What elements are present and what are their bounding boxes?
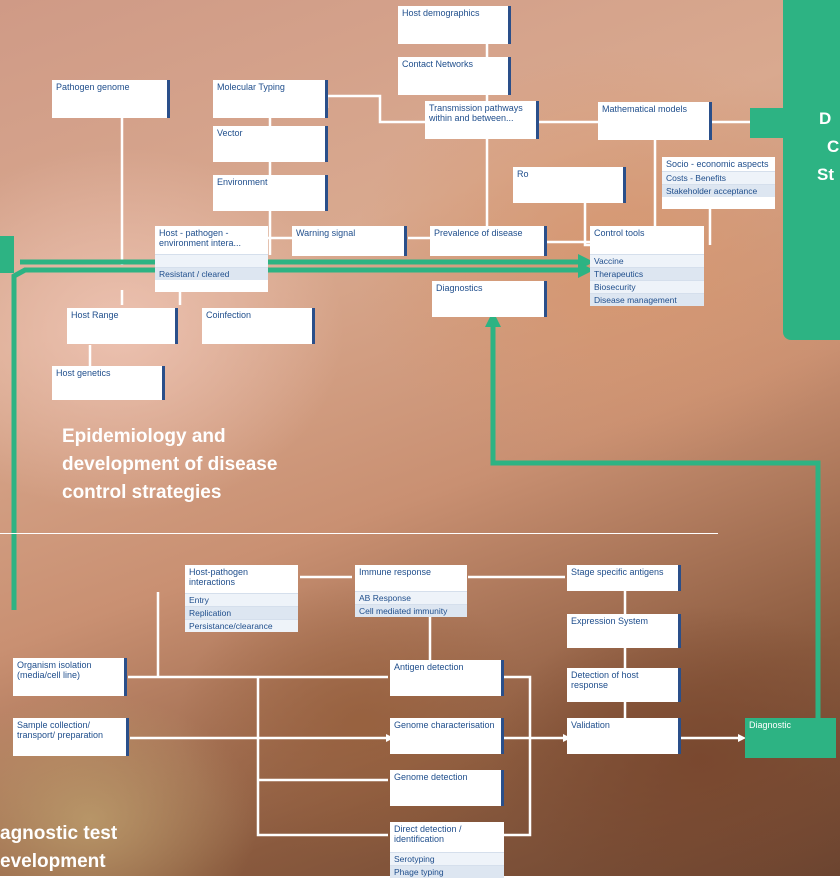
epidemiology-section-title: Epidemiology and development of disease … <box>62 423 277 507</box>
sub-entry: Entry <box>185 593 298 606</box>
sub-therapeutics: Therapeutics <box>590 267 704 280</box>
epi-title-line-1: Epidemiology and <box>62 426 226 447</box>
box-genome-characterisation[interactable]: Genome characterisation <box>390 718 504 754</box>
box-prevalence-of-disease[interactable]: Prevalence of disease <box>430 226 547 256</box>
sub-disease-management: Disease management <box>590 293 704 306</box>
box-expression-system[interactable]: Expression System <box>567 614 681 648</box>
sub-persistance: Persistance/clearance <box>185 619 298 632</box>
box-diagnostic[interactable]: Diagnostic <box>745 718 836 758</box>
sub-ab-response: AB Response <box>355 591 467 604</box>
sub-vaccine: Vaccine <box>590 254 704 267</box>
box-host-range[interactable]: Host Range <box>67 308 178 344</box>
diagnostic-section-title: agnostic test evelopment <box>0 820 117 876</box>
diag-title-line-2: evelopment <box>0 851 106 872</box>
box-sample-collection[interactable]: Sample collection/ transport/ preparatio… <box>13 718 129 756</box>
box-immune-response[interactable]: Immune response AB Response Cell mediate… <box>355 565 467 617</box>
box-coinfection[interactable]: Coinfection <box>202 308 315 344</box>
epi-title-line-3: control strategies <box>62 482 222 503</box>
sub-serotyping: Serotyping <box>390 852 504 865</box>
sub-phage-typing: Phage typing <box>390 865 504 878</box>
sub-costs-benefits: Costs - Benefits <box>662 171 775 184</box>
box-host-pathogen-environment[interactable]: Host - pathogen - environment intera... … <box>155 226 268 292</box>
section-divider <box>0 533 718 534</box>
epi-title-line-2: development of disease <box>62 454 278 475</box>
box-contact-networks[interactable]: Contact Networks <box>398 57 511 95</box>
box-antigen-detection[interactable]: Antigen detection <box>390 660 504 696</box>
sub-replication: Replication <box>185 606 298 619</box>
box-control-tools[interactable]: Control tools Vaccine Therapeutics Biose… <box>590 226 704 306</box>
box-socio-economic[interactable]: Socio - economic aspects Costs - Benefit… <box>662 157 775 209</box>
box-direct-detection[interactable]: Direct detection / identification Seroty… <box>390 822 504 878</box>
box-diagnostics[interactable]: Diagnostics <box>432 281 547 317</box>
diag-title-line-1: agnostic test <box>0 823 118 844</box>
box-validation[interactable]: Validation <box>567 718 681 754</box>
box-organism-isolation[interactable]: Organism isolation (media/cell line) <box>13 658 127 696</box>
box-mathematical-models[interactable]: Mathematical models <box>598 102 712 140</box>
box-molecular-typing[interactable]: Molecular Typing <box>213 80 328 118</box>
sub-cell-mediated: Cell mediated immunity <box>355 604 467 617</box>
panel-text-line-2: C <box>827 137 840 156</box>
box-pathogen-genome[interactable]: Pathogen genome <box>52 80 170 118</box>
box-ro[interactable]: Ro <box>513 167 626 203</box>
control-strategies-panel: D C St <box>783 0 840 340</box>
panel-text-line-1: D <box>819 109 832 128</box>
box-warning-signal[interactable]: Warning signal <box>292 226 407 256</box>
box-transmission-pathways[interactable]: Transmission pathways within and between… <box>425 101 539 139</box>
box-environment[interactable]: Environment <box>213 175 328 211</box>
box-stage-specific-antigens[interactable]: Stage specific antigens <box>567 565 681 591</box>
sub-resistant-cleared: Resistant / cleared <box>155 267 268 280</box>
box-genome-detection[interactable]: Genome detection <box>390 770 504 806</box>
box-host-demographics[interactable]: Host demographics <box>398 6 511 44</box>
panel-text-line-3: St <box>817 165 834 184</box>
box-vector[interactable]: Vector <box>213 126 328 162</box>
box-host-pathogen-interactions[interactable]: Host-pathogen interactions Entry Replica… <box>185 565 298 632</box>
box-detection-host-response[interactable]: Detection of host response <box>567 668 681 702</box>
sub-biosecurity: Biosecurity <box>590 280 704 293</box>
sub-stakeholder-acceptance: Stakeholder acceptance <box>662 184 775 197</box>
box-host-genetics[interactable]: Host genetics <box>52 366 165 400</box>
